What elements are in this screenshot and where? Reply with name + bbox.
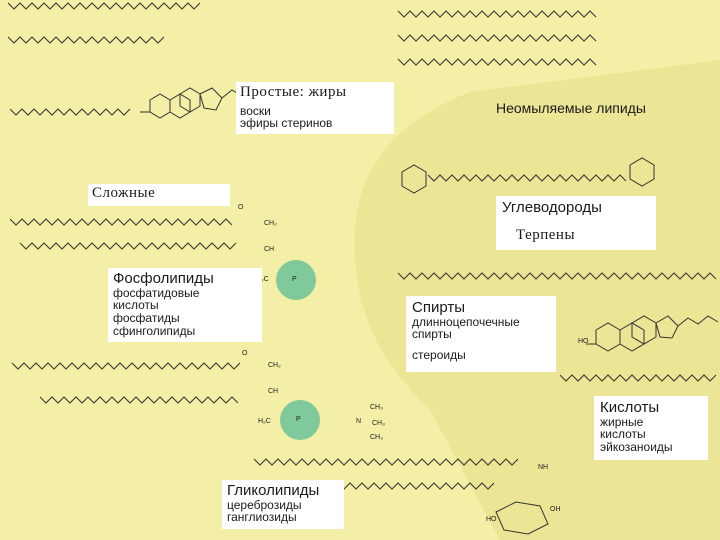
- sugar-ring: [495, 501, 549, 535]
- chem-p-2: P: [296, 416, 301, 423]
- chem-ch3-1: CH₃: [370, 404, 383, 411]
- glycolipids-box: Гликолипиды цереброзиды ганглиозиды: [222, 480, 344, 529]
- chem-o-1: O: [238, 204, 244, 211]
- chain-top-right-2: [397, 34, 597, 42]
- chem-oh: OH: [550, 506, 561, 513]
- simple-item-waxes: воски: [240, 103, 271, 118]
- chem-ch-1: CH: [264, 246, 275, 253]
- chain-phos-4: [39, 396, 239, 404]
- glycolipids-item-1: цереброзиды: [227, 497, 302, 512]
- simple-item-sterol-esters: эфиры стеринов: [240, 116, 333, 131]
- complex-lipids-header: Сложные: [92, 185, 156, 201]
- phospholipids-box: Фосфолипиды фосфатидовые кислоты фосфати…: [108, 268, 262, 343]
- acids-item-1: жирные: [600, 414, 644, 429]
- chem-ch-2: CH: [268, 388, 279, 395]
- chem-ch2-1: CH₂: [264, 220, 277, 227]
- chem-nh: NH: [538, 464, 549, 471]
- hydrocarbons-title: Углеводороды: [502, 199, 602, 216]
- chem-ho-2: HO: [578, 338, 589, 345]
- acids-box: Кислоты жирные кислоты эйкозаноиды: [594, 396, 708, 460]
- simple-lipids-box: Простые: жиры воски эфиры стеринов: [236, 82, 394, 134]
- chain-alcohol: [397, 272, 717, 280]
- chem-ch3-2: CH₃: [372, 420, 385, 427]
- phosphate-group-2: [280, 400, 320, 440]
- chain-top-1: [7, 2, 201, 10]
- unsaponifiable-title: Неомыляемые липиды: [496, 100, 646, 116]
- chain-top-right-3: [397, 58, 597, 66]
- phospholipids-title: Фосфолипиды: [113, 270, 214, 287]
- acids-item-3: эйкозаноиды: [600, 439, 673, 454]
- chain-acid: [559, 374, 717, 382]
- phospholipids-item-3: фосфатиды: [113, 310, 180, 325]
- chem-p-1: P: [292, 276, 297, 283]
- glycolipids-title: Гликолипиды: [227, 482, 320, 499]
- chain-phos-2: [19, 242, 237, 250]
- phosphate-group-1: [276, 260, 316, 300]
- acids-item-2: кислоты: [600, 427, 646, 442]
- terpene-rings: [401, 157, 655, 194]
- chain-phos-3: [11, 362, 241, 370]
- chain-glyco-2: [337, 482, 495, 490]
- terpenes-box: Терпены: [512, 226, 610, 248]
- alcohols-item-1: длинноцепочечные: [412, 314, 520, 329]
- chem-ho: HO: [486, 516, 497, 523]
- terpenes-label: Терпены: [516, 227, 576, 243]
- chain-terpene: [427, 174, 627, 182]
- chem-ch3-3: CH₃: [370, 434, 383, 441]
- cholesterol-rings: [586, 315, 719, 352]
- chem-o-2: O: [242, 350, 248, 357]
- chem-n: N: [356, 418, 362, 425]
- fatty-acid-chains: [7, 2, 717, 490]
- phospholipids-item-1: фосфатидовые: [113, 285, 200, 300]
- chain-phos-1: [9, 218, 233, 226]
- alcohols-extra: стероиды: [412, 347, 466, 362]
- chem-h2c-2: H₂C: [258, 418, 271, 425]
- chain-glyco-1: [253, 458, 519, 466]
- complex-lipids-box: Сложные: [88, 184, 230, 206]
- acids-title: Кислоты: [600, 399, 660, 416]
- chain-fat: [7, 36, 165, 44]
- chem-h2c-1: H₂C: [256, 276, 269, 283]
- simple-lipids-header: Простые: жиры: [240, 84, 347, 100]
- alcohols-title: Спирты: [412, 299, 465, 316]
- phospholipids-item-2: кислоты: [113, 298, 159, 313]
- alcohols-item-2: спирты: [412, 327, 452, 342]
- alcohols-box: Спирты длинноцепочечные спирты стероиды: [406, 296, 556, 372]
- chain-top-right-1: [397, 10, 597, 18]
- glycolipids-item-2: ганглиозиды: [227, 510, 297, 525]
- chem-ch2-2: CH₂: [268, 362, 281, 369]
- phospholipids-item-4: сфинголипиды: [113, 323, 196, 338]
- chain-ester: [9, 108, 131, 116]
